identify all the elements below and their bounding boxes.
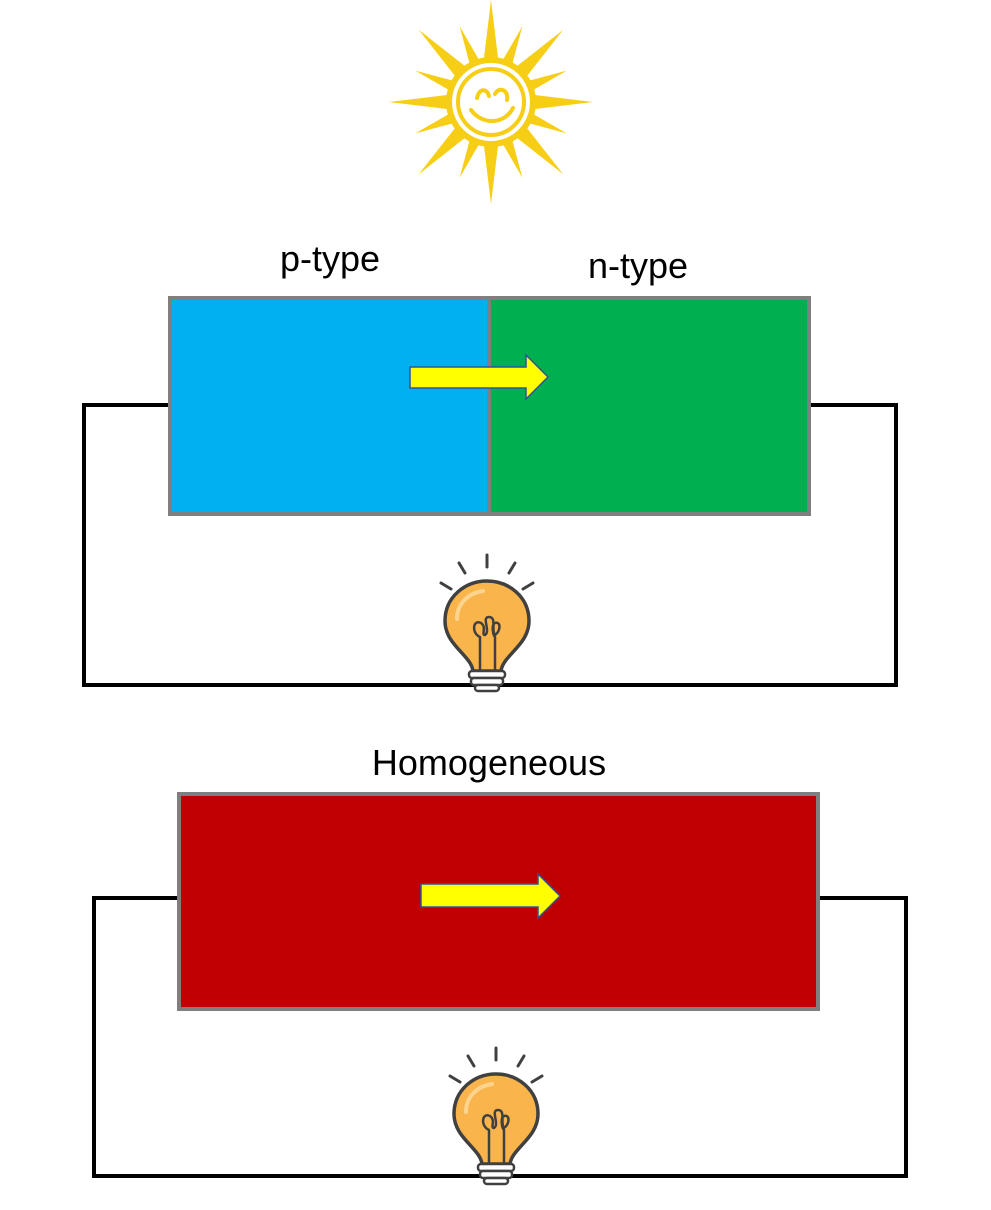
light-bulb-icon xyxy=(448,1046,544,1186)
right-arrow-icon xyxy=(420,872,562,920)
n-type-label: n-type xyxy=(588,245,688,286)
p-type-region xyxy=(168,296,491,516)
n-type-region xyxy=(487,296,811,516)
p-type-label: p-type xyxy=(280,238,380,279)
right-arrow-icon xyxy=(409,353,550,401)
bottom-circuit: Homogeneous xyxy=(92,742,908,1186)
light-bulb-icon xyxy=(439,553,535,693)
top-circuit: p-type n-type xyxy=(82,238,898,693)
sun-icon xyxy=(389,0,593,204)
homogeneous-label: Homogeneous xyxy=(372,742,606,783)
